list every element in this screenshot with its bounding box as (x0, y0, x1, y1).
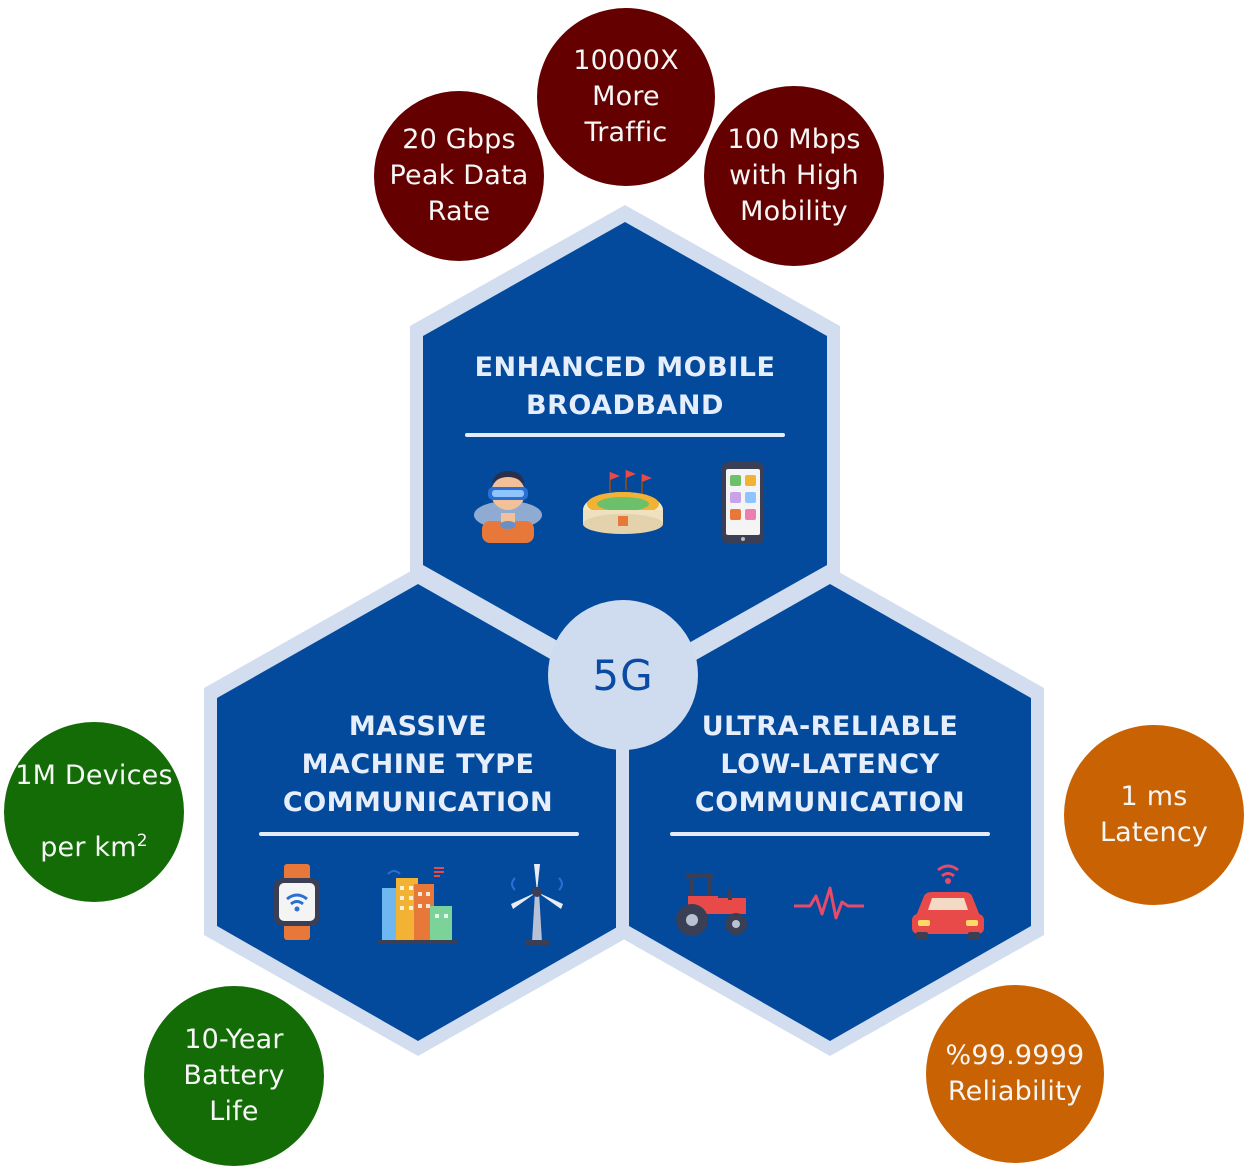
reliability-bubble: %99.9999 Reliability (926, 985, 1104, 1163)
heartbeat-pulse-icon (794, 886, 864, 920)
vr-headset-user-icon (474, 471, 542, 543)
stadium-icon (583, 470, 663, 534)
center-5g-circle: 5G (548, 600, 698, 750)
tractor-icon (676, 874, 747, 936)
mmtc-divider (259, 832, 579, 836)
mmtc-hexagon (217, 584, 619, 1041)
smartphone-apps-icon (722, 462, 764, 544)
squared-superscript: 2 (136, 831, 148, 851)
device-density-line2: per km2 (40, 831, 148, 863)
embb-title: ENHANCED MOBILE BROADBAND (474, 352, 776, 421)
wind-turbine-icon (511, 864, 563, 945)
urllc-title: ULTRA-RELIABLE LOW-LATENCY COMMUNICATION (694, 711, 966, 818)
embb-hexagon (423, 222, 827, 679)
urllc-divider (670, 832, 990, 836)
battery-life-bubble: 10-Year Battery Life (144, 986, 324, 1166)
mmtc-title: MASSIVE MACHINE TYPE COMMUNICATION (282, 711, 554, 818)
device-density-bubble: 1M Devices per km2 (4, 722, 184, 902)
smart-city-buildings-icon (378, 867, 458, 944)
mobility-bubble: 100 Mbps with High Mobility (704, 86, 884, 266)
latency-bubble: 1 ms Latency (1064, 725, 1244, 905)
peak-data-rate-bubble: 20 Gbps Peak Data Rate (374, 91, 544, 261)
embb-divider (465, 433, 785, 437)
center-5g-label: 5G (592, 650, 654, 700)
traffic-bubble: 10000X More Traffic (537, 8, 715, 186)
smartwatch-wifi-icon (274, 864, 320, 940)
connected-car-icon (912, 864, 984, 940)
device-density-line1: 1M Devices (15, 760, 173, 791)
